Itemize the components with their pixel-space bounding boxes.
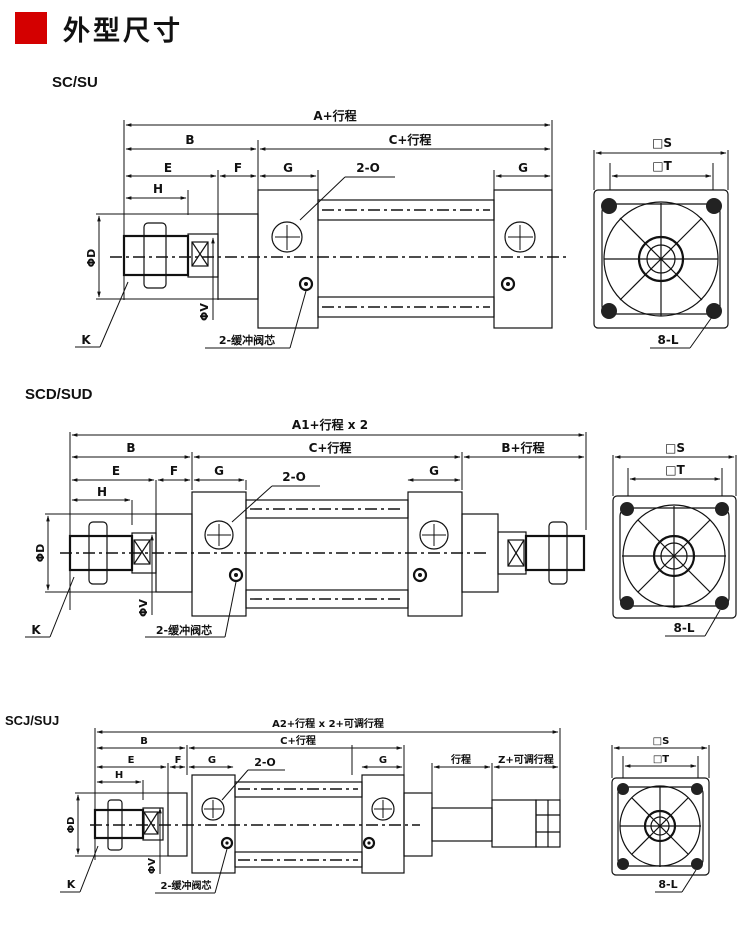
dim-label-cushion: 2-缓冲阀芯 <box>160 879 211 892</box>
dim-label-s: □S <box>665 441 685 455</box>
section-header: 外型尺寸 <box>15 8 183 48</box>
dim-label-k: K <box>67 878 76 891</box>
dim-label-f: F <box>175 755 182 766</box>
dim-label-cushion: 2-缓冲阀芯 <box>219 333 275 347</box>
dim-label-f: F <box>234 161 242 175</box>
dim-label-v: ΦV <box>198 303 211 321</box>
dim-label-g-right: G <box>518 161 528 175</box>
dim-label-stroke: 行程 <box>450 753 471 766</box>
dim-label-l: 8-L <box>658 333 679 347</box>
dim-label-t: □T <box>665 463 685 477</box>
dim-label-s: □S <box>652 136 672 150</box>
dim-label-t: □T <box>652 159 672 173</box>
dim-label-f: F <box>170 464 178 478</box>
dim-label-h: H <box>153 182 163 196</box>
model-label-scd-sud: SCD/SUD <box>25 386 93 403</box>
dim-label-g-left: G <box>208 755 216 766</box>
dim-label-v: ΦV <box>147 858 158 875</box>
drawing-sc-su: A+行程 B C+行程 E F G G H 2-O ΦD ΦV <box>75 108 729 349</box>
end-view-scj-suj: □S □T 8-L <box>611 736 710 893</box>
dim-label-k: K <box>81 333 91 347</box>
dim-label-g-left: G <box>214 464 224 478</box>
dim-label-z: Z+可调行程 <box>498 753 554 766</box>
dim-label-c: C+行程 <box>389 132 432 147</box>
dim-label-d: ΦD <box>34 544 47 562</box>
dim-label-s: □S <box>653 736 670 747</box>
dim-label-d: ΦD <box>85 249 98 267</box>
dim-label-b: B <box>185 133 194 147</box>
dim-label-a2: A2+行程 x 2+可调行程 <box>272 717 384 730</box>
dim-label-h: H <box>115 770 123 781</box>
dim-label-g-right: G <box>429 464 439 478</box>
dim-label-b: B <box>126 441 135 455</box>
dim-label-cushion: 2-缓冲阀芯 <box>156 623 212 637</box>
drawing-scd-sud: A1+行程 x 2 B C+行程 B+行程 E F G G H 2-O ΦD Φ… <box>25 417 737 638</box>
dim-label-b: B <box>140 736 148 747</box>
dim-label-l: 8-L <box>674 621 695 635</box>
dim-label-o: 2-O <box>282 470 306 484</box>
end-view-scd-sud: □S □T 8-L <box>612 441 737 637</box>
dim-label-c: C+行程 <box>309 440 352 455</box>
dim-label-t: □T <box>653 754 669 765</box>
dim-label-v: ΦV <box>137 599 150 617</box>
dim-label-c: C+行程 <box>280 734 316 747</box>
red-square-icon <box>15 12 47 44</box>
dim-label-l: 8-L <box>658 878 677 891</box>
dim-label-e: E <box>112 464 120 478</box>
dim-label-d: ΦD <box>66 817 77 834</box>
dim-label-g-right: G <box>379 755 387 766</box>
dim-label-h: H <box>97 485 107 499</box>
model-label-sc-su: SC/SU <box>52 74 98 91</box>
dim-label-a1: A1+行程 x 2 <box>292 417 368 432</box>
dim-label-b-stroke: B+行程 <box>501 440 544 455</box>
dim-label-e: E <box>128 755 135 766</box>
end-view-sc-su: □S □T 8-L <box>593 136 729 349</box>
drawing-scj-suj: A2+行程 x 2+可调行程 B C+行程 E F G G 行程 Z+可调行程 … <box>60 717 710 894</box>
dim-label-a: A+行程 <box>313 108 356 123</box>
dim-label-o: 2-O <box>356 161 380 175</box>
dim-label-g-left: G <box>283 161 293 175</box>
dim-label-o: 2-O <box>254 756 276 769</box>
page-title: 外型尺寸 <box>63 15 183 47</box>
dim-label-e: E <box>164 161 172 175</box>
model-label-scj-suj: SCJ/SUJ <box>5 713 60 728</box>
dim-label-k: K <box>31 623 41 637</box>
